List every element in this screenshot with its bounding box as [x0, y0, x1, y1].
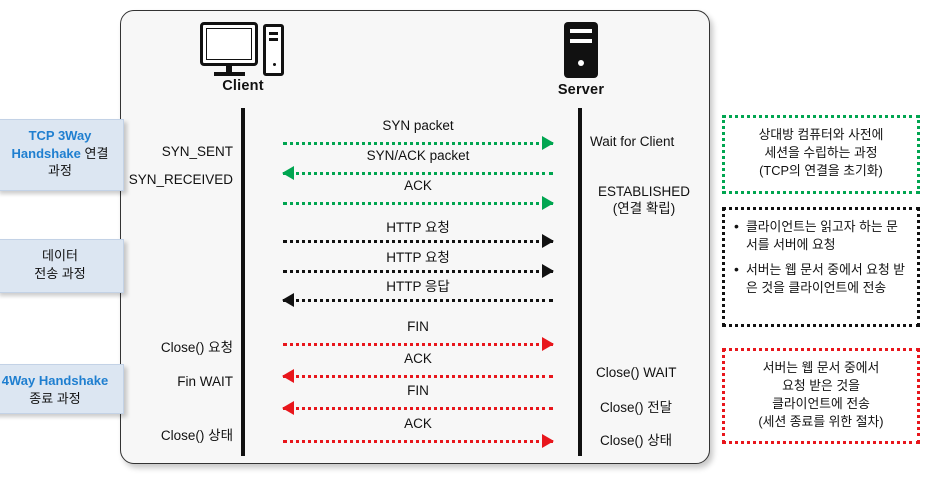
phase-box-4way-handshake[interactable]: 4Way Handshake 종료 과정: [0, 364, 124, 414]
arrow-head-right-icon: [542, 336, 554, 351]
message-http-request-2-label: HTTP 요청: [386, 250, 450, 265]
client-state-syn-received: SYN_RECEIVED: [128, 172, 233, 187]
note-green-line3: (TCP의 연결을 초기화): [759, 163, 883, 179]
actor-client: Client: [198, 22, 288, 94]
note-data-transfer-description: 클라이언트는 읽고자 하는 문서를 서버에 요청 서버는 웹 문서 중에서 요청…: [722, 207, 920, 327]
note-green-line1: 상대방 컴퓨터와 사전에: [758, 127, 884, 142]
desktop-computer-icon: [200, 22, 286, 76]
arrow-head-left-icon: [282, 165, 294, 180]
actor-server-label: Server: [557, 82, 605, 98]
arrow-head-right-icon: [542, 195, 554, 210]
arrow-head-right-icon: [542, 263, 554, 278]
actor-client-label: Client: [222, 78, 264, 94]
client-state-close-request: Close() 요청: [160, 340, 233, 355]
arrow-head-left-icon: [282, 292, 294, 307]
client-state-close-state: Close() 상태: [160, 428, 233, 443]
actor-server: Server: [554, 22, 608, 98]
arrow-head-left-icon: [282, 368, 294, 383]
server-state-close-send: Close() 전달: [600, 400, 673, 415]
server-state-close-status: Close() 상태: [600, 433, 673, 448]
phase-data-line2: 전송 과정: [34, 265, 86, 281]
server-state-established: ESTABLISHED (연결 확립): [588, 184, 700, 218]
client-state-fin-wait: Fin WAIT: [177, 374, 233, 389]
note-red-line3: 클라이언트에 전송: [772, 396, 870, 412]
arrow-head-left-icon: [282, 400, 294, 415]
message-http-response-label: HTTP 응답: [386, 279, 450, 294]
message-syn-label: SYN packet: [382, 118, 454, 133]
message-ack-3-label: ACK: [404, 416, 432, 431]
phase-box-data-transfer[interactable]: 데이터 전송 과정: [0, 239, 124, 293]
message-syn-ack-label: SYN/ACK packet: [366, 148, 470, 163]
note-black-bullet-1: 클라이언트는 읽고자 하는 문서를 서버에 요청: [733, 217, 909, 254]
arrow-head-right-icon: [542, 433, 554, 448]
message-http-request-1-label: HTTP 요청: [386, 220, 450, 235]
phase-3way-en-line1: TCP 3Way: [28, 128, 92, 143]
note-red-line1: 서버는 웹 문서 중에서: [762, 360, 880, 375]
sequence-diagram-panel: [120, 10, 710, 464]
message-ack-2-label: ACK: [404, 351, 432, 366]
phase-3way-ko-line2: 연결: [80, 145, 109, 161]
lifeline-server: [578, 108, 582, 456]
phase-box-tcp-3way-handshake[interactable]: TCP 3Way Handshake 연결 과정: [0, 119, 124, 191]
arrow-head-right-icon: [542, 135, 554, 150]
server-state-wait-for-client: Wait for Client: [590, 134, 675, 149]
note-handshake-description: 상대방 컴퓨터와 사전에 세션을 수립하는 과정 (TCP의 연결을 초기화): [722, 115, 920, 194]
note-red-line2: 요청 받은 것을: [782, 378, 860, 394]
server-tower-icon: [564, 22, 598, 78]
phase-3way-line3: 과정: [48, 163, 72, 179]
arrow-head-right-icon: [542, 233, 554, 248]
server-state-close-wait: Close() WAIT: [596, 365, 677, 380]
note-teardown-description: 서버는 웹 문서 중에서 요청 받은 것을 클라이언트에 전송 (세션 종료를 …: [722, 348, 920, 444]
server-state-established-line1: ESTABLISHED: [597, 184, 691, 199]
message-fin-1-label: FIN: [407, 319, 429, 334]
note-green-line2: 세션을 수립하는 과정: [764, 145, 878, 161]
client-state-syn-sent: SYN_SENT: [161, 144, 233, 159]
phase-4way-ko: 종료 과정: [29, 390, 81, 406]
lifeline-client: [241, 108, 245, 456]
phase-3way-en-line2: Handshake: [11, 145, 81, 161]
phase-4way-en: 4Way Handshake: [1, 373, 109, 388]
message-fin-2-label: FIN: [407, 383, 429, 398]
phase-data-line1: 데이터: [42, 248, 78, 263]
server-state-established-line2: (연결 확립): [612, 200, 676, 216]
note-black-bullet-2: 서버는 웹 문서 중에서 요청 받은 것을 클라이언트에 전송: [733, 260, 909, 297]
note-red-line4: (세션 종료를 위한 절차): [758, 414, 884, 430]
message-ack-1-label: ACK: [404, 178, 432, 193]
